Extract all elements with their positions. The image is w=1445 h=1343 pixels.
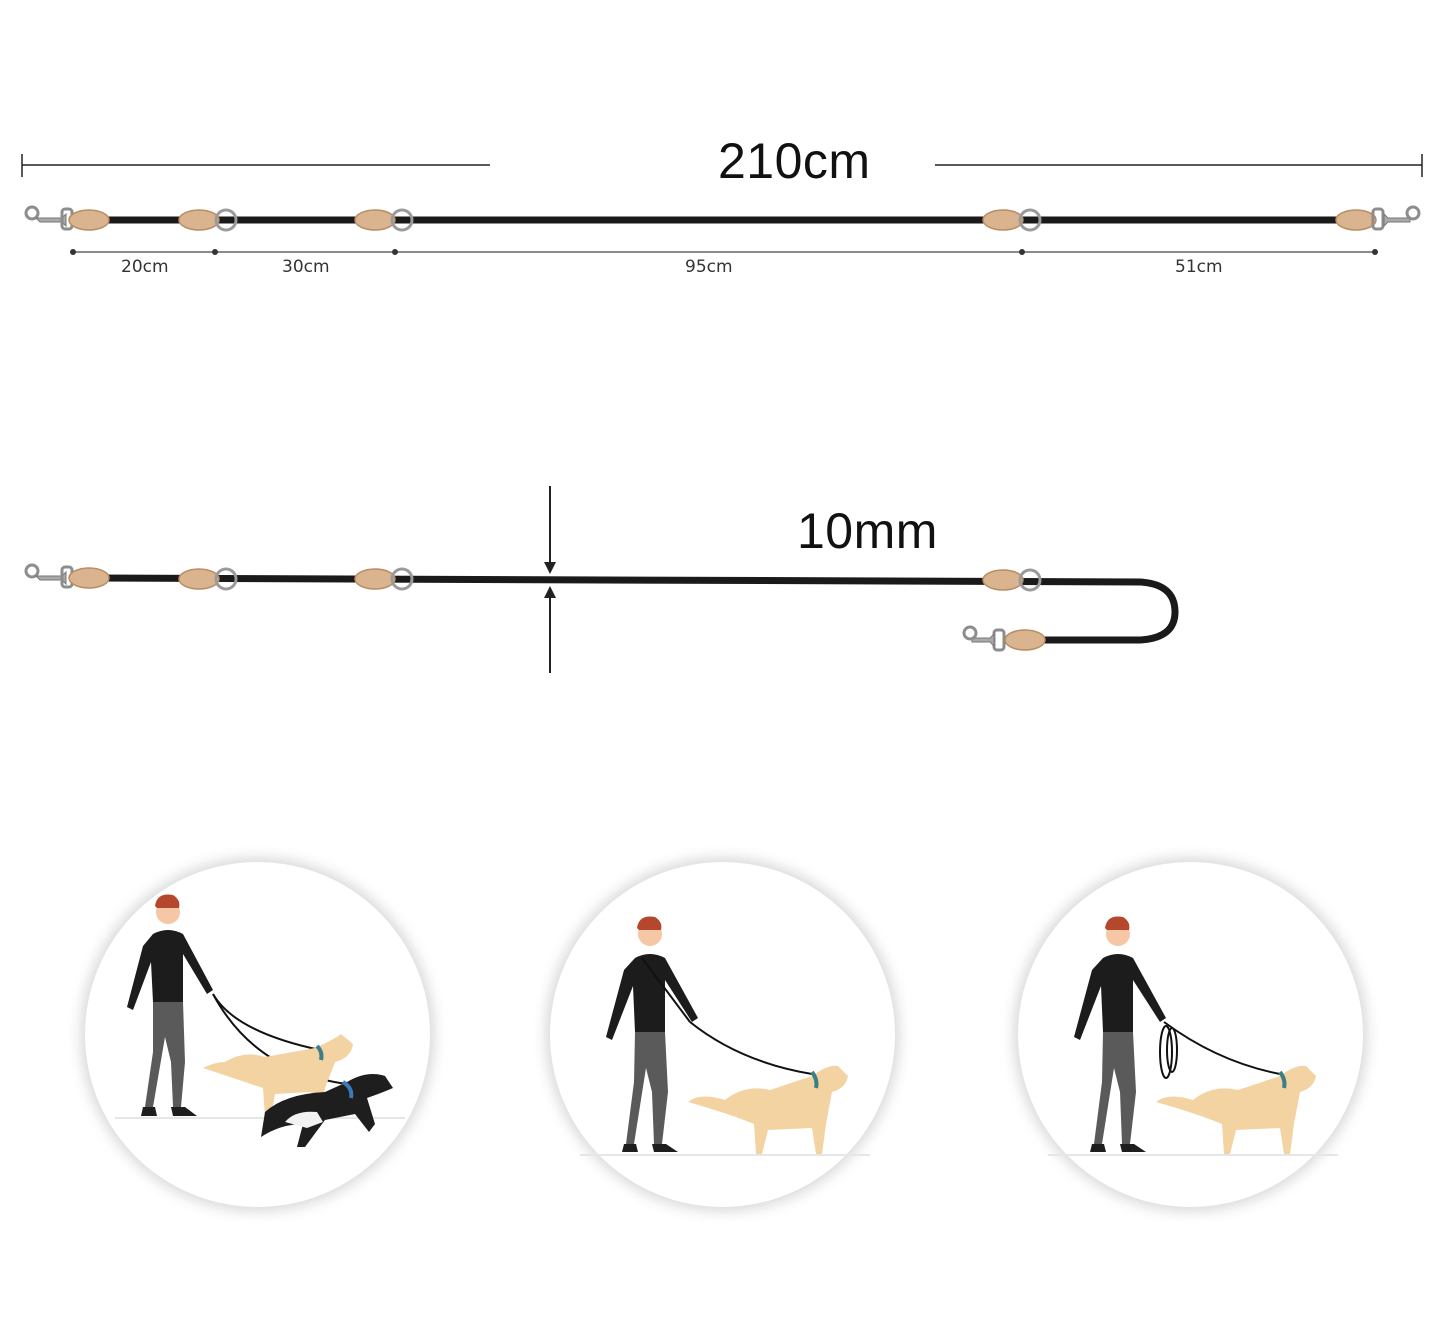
leash-straight	[24, 205, 1421, 255]
man-walking-dog-short-leash-illustration	[1048, 916, 1338, 1156]
looped-end-snap-hook-icon	[962, 625, 1006, 652]
segment-label: 20cm	[121, 257, 169, 277]
right-snap-hook-icon	[1371, 205, 1421, 231]
total-length-lines	[21, 154, 1423, 177]
segment-label: 30cm	[282, 257, 330, 277]
thickness-label: 10mm	[797, 503, 938, 559]
usage-scene-two-dogs	[85, 862, 430, 1207]
segment-label: 95cm	[685, 257, 733, 277]
segment-label: 51cm	[1175, 257, 1223, 277]
usage-scene-cross-body	[550, 862, 895, 1207]
usage-scene-short-leash	[1018, 862, 1363, 1207]
total-length-label: 210cm	[718, 133, 871, 189]
left-snap-hook-icon	[24, 563, 74, 589]
leash-looped	[24, 486, 1179, 673]
man-walking-dog-cross-body-illustration	[580, 916, 870, 1156]
man-walking-two-dogs-illustration	[115, 894, 405, 1147]
